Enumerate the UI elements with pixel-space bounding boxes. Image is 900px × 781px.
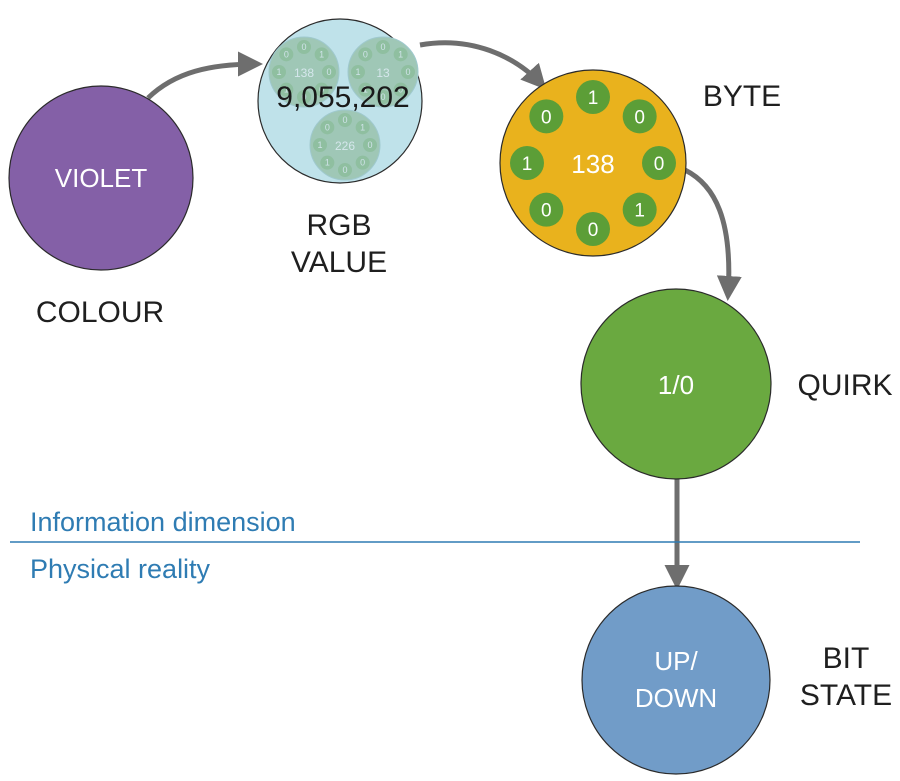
byte-bit-circle — [510, 146, 544, 180]
byte-bit-circle — [642, 146, 676, 180]
sub-bit-digit: 0 — [398, 85, 403, 95]
sub-bit-circle — [393, 47, 408, 62]
byte-bit-digit: 0 — [588, 220, 599, 241]
colour-node: VIOLET — [8, 85, 194, 271]
sub-bit-digit: 0 — [405, 67, 410, 77]
byte-bit-circle — [622, 192, 657, 227]
byte-bit-digit: 0 — [654, 154, 665, 175]
sub-bit-circle — [314, 82, 329, 97]
sub-bit-circle — [279, 82, 294, 97]
sub-bit-digit: 1 — [317, 140, 322, 150]
sub-bit-circle — [279, 47, 294, 62]
quirk-label: QUIRK — [797, 369, 892, 402]
sub-bit-digit: 0 — [325, 122, 330, 132]
sub-bit-circle — [320, 155, 335, 170]
sub-bit-circle — [297, 40, 311, 54]
bit-state-value-line2: DOWN — [635, 683, 717, 713]
sub-bit-digit: 1 — [319, 49, 324, 59]
sub-bit-digit: 0 — [367, 140, 372, 150]
arrow-rgb-to-byte — [419, 40, 547, 90]
sub-bit-circle — [376, 40, 390, 54]
sub-bit-circle — [322, 65, 336, 79]
bit-state-label-line2: STATE — [800, 679, 892, 712]
sub-bit-digit: 1 — [360, 122, 365, 132]
sub-bit-digit: 0 — [284, 49, 289, 59]
byte-bit-circle — [529, 192, 564, 227]
sub-bit-circle — [313, 138, 327, 152]
physical-reality-label: Physical reality — [30, 554, 211, 584]
sub-bit-circle — [363, 138, 377, 152]
byte-label: BYTE — [703, 80, 781, 113]
byte-bit-digit: 1 — [588, 88, 599, 109]
rgb-label-line2: VALUE — [291, 246, 387, 279]
sub-bit-digit: 0 — [380, 92, 385, 102]
byte-bit-circle — [529, 99, 564, 134]
information-dimension-label: Information dimension — [30, 507, 296, 537]
sub-bit-digit: 0 — [380, 42, 385, 52]
sub-bit-circle — [358, 47, 373, 62]
colour-node-value: VIOLET — [55, 163, 148, 193]
rgb-node-value: 9,055,202 — [276, 81, 409, 114]
sub-bit-digit: 0 — [319, 85, 324, 95]
sub-bit-digit: 1 — [355, 67, 360, 77]
arrow-byte-to-quirk — [683, 167, 742, 301]
sub-bit-circle — [297, 90, 311, 104]
sub-bit-digit: 0 — [360, 158, 365, 168]
sub-bit-digit: 0 — [342, 165, 347, 175]
byte-node-value: 138 — [571, 149, 614, 179]
sub-bit-digit: 0 — [301, 92, 306, 102]
sub-bit-digit: 0 — [342, 115, 347, 125]
sub-bit-digit: 0 — [326, 67, 331, 77]
byte-bit-digit: 0 — [541, 201, 552, 222]
sub-bit-circle — [358, 82, 373, 97]
sub-bit-circle — [401, 65, 415, 79]
sub-byte-value: 138 — [294, 66, 314, 80]
sub-bit-circle — [272, 65, 286, 79]
sub-bit-circle — [355, 120, 370, 135]
byte-bit-circle — [622, 99, 657, 134]
sub-bit-digit: 1 — [276, 67, 281, 77]
byte-bit-digit: 0 — [541, 107, 552, 128]
sub-bit-circle — [376, 90, 390, 104]
byte-bit-digit: 0 — [634, 107, 645, 128]
sub-bit-circle — [351, 65, 365, 79]
bit-state-node: UP/ DOWN — [581, 585, 771, 775]
arrow-colour-to-rgb — [146, 51, 263, 100]
sub-bit-circle — [338, 163, 352, 177]
rgb-label-line1: RGB — [306, 209, 371, 242]
sub-bit-circle — [393, 82, 408, 97]
sub-bit-digit: 1 — [325, 158, 330, 168]
sub-bit-circle — [314, 47, 329, 62]
byte-bit-circle — [576, 212, 610, 246]
bit-state-label-line1: BIT — [823, 642, 870, 675]
bit-state-value-line1: UP/ — [654, 646, 698, 676]
byte-bit-digit: 1 — [522, 154, 533, 175]
colour-label: COLOUR — [36, 296, 164, 329]
byte-bits: 1 0 0 1 0 0 1 0 — [510, 80, 676, 246]
sub-bit-circle — [320, 120, 335, 135]
sub-bit-digit: 0 — [301, 42, 306, 52]
sub-byte-value: 226 — [335, 139, 355, 153]
sub-bit-circle — [355, 155, 370, 170]
byte-bit-circle — [576, 80, 610, 114]
sub-bit-digit: 1 — [363, 85, 368, 95]
byte-node: 1 0 0 1 0 0 1 0 138 — [499, 69, 687, 257]
byte-bit-digit: 1 — [634, 201, 645, 222]
sub-bit-circle — [338, 113, 352, 127]
quirk-node: 1/0 — [580, 288, 772, 480]
sub-bit-digit: 1 — [398, 49, 403, 59]
quirk-node-value: 1/0 — [658, 370, 694, 400]
sub-bit-digit: 0 — [363, 49, 368, 59]
sub-bit-digit: 1 — [284, 85, 289, 95]
sub-byte-value: 13 — [376, 66, 390, 80]
